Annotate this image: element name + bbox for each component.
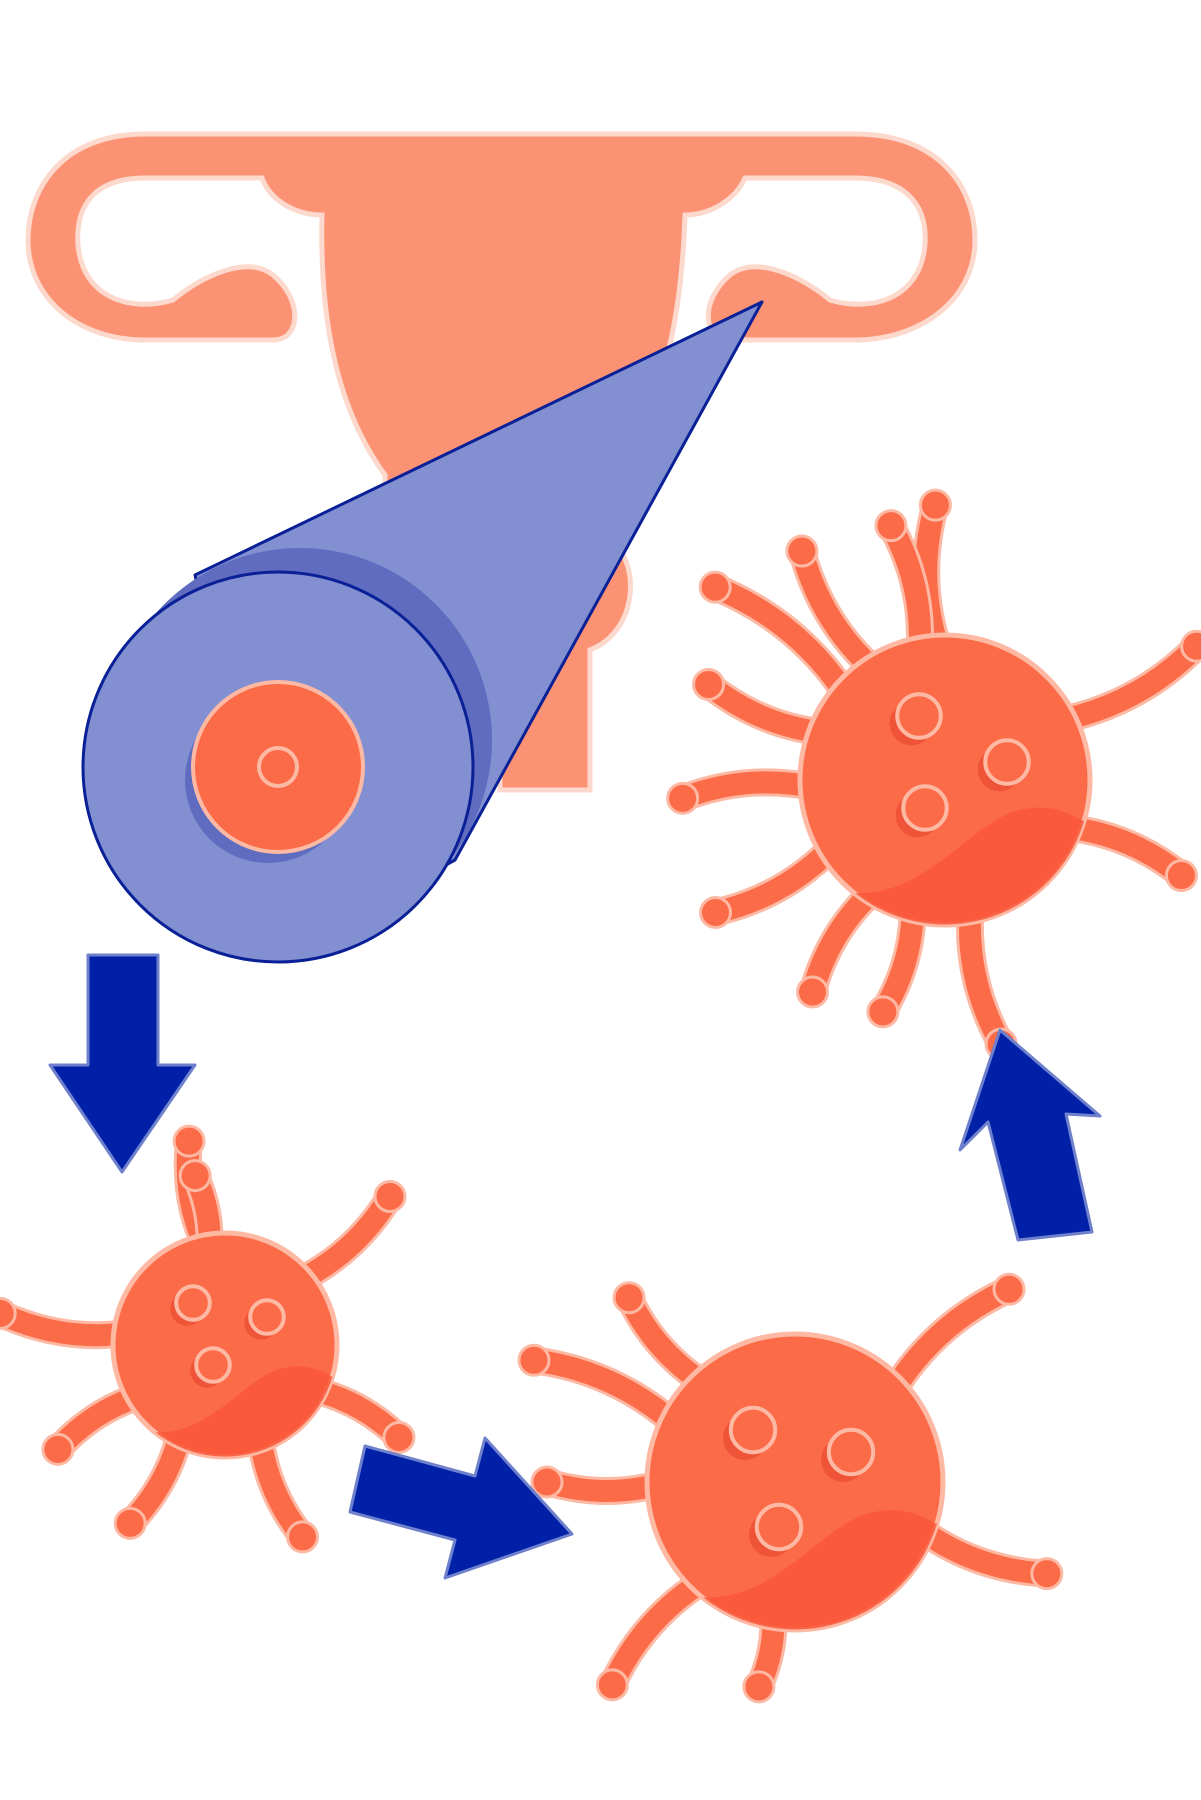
cell-arm-tip: [612, 1281, 646, 1315]
cell-arm-tip: [992, 1272, 1026, 1306]
cell-arm-tip: [1030, 1557, 1064, 1591]
cell-nucleus: [194, 1346, 232, 1384]
cell-arm-tip: [41, 1432, 75, 1466]
cell-arm-tip: [286, 1520, 320, 1554]
cell-nucleus: [728, 1405, 778, 1455]
lens-cell-icon: [191, 680, 365, 854]
cell-arm-tip: [699, 896, 733, 929]
cell-arm-tip: [1164, 859, 1198, 893]
cell-arm-tip: [382, 1420, 416, 1454]
cell-shade: [855, 807, 1085, 925]
cell-arm-tip: [172, 1124, 206, 1158]
cancer-cell-large-top-right: [666, 488, 1201, 1061]
cancer-cell-medium-bottom-right: [517, 1272, 1064, 1704]
cell-arm-tip: [666, 781, 700, 815]
cell-nucleus: [826, 1427, 876, 1477]
arrow-right-icon: [348, 1436, 574, 1580]
cell-arm-tip: [0, 1296, 17, 1330]
cell-nucleus: [983, 738, 1031, 786]
cell-arm-tip: [595, 1668, 629, 1702]
cycle-arrows: [48, 953, 1102, 1580]
cell-arm-tip: [692, 667, 726, 701]
cell-shade: [155, 1366, 333, 1457]
cell-arm-tip: [1180, 629, 1201, 663]
cell-arm-tip: [698, 570, 732, 604]
cell-shade: [703, 1510, 938, 1630]
arrow-up-icon-shape: [958, 1028, 1102, 1242]
cell-nucleus: [248, 1298, 286, 1336]
cell-nucleus: [174, 1284, 212, 1322]
cell-arm-tip: [530, 1465, 564, 1499]
cell-nucleus: [895, 692, 943, 740]
cell-nucleus: [754, 1502, 804, 1552]
cell-arm-tip: [866, 995, 900, 1029]
cell-arm-tip: [785, 534, 819, 568]
cell-arm-tip: [874, 509, 908, 543]
cell-arm-tip: [517, 1343, 551, 1377]
cancer-cell-small-bottom-left: [0, 1124, 416, 1554]
cell-arm-tip: [178, 1159, 212, 1193]
cell-arm-tip: [113, 1506, 147, 1540]
magnifier-lens-icon: [81, 300, 764, 964]
cell-arm-tip: [796, 975, 830, 1009]
cell-arm-tip: [918, 488, 952, 522]
arrow-down-icon: [48, 953, 197, 1174]
cell-nucleus: [901, 784, 949, 832]
cell-arm-tip: [373, 1179, 407, 1213]
cell-arm-tip: [742, 1670, 776, 1704]
lens-cell-nucleus: [257, 746, 299, 788]
